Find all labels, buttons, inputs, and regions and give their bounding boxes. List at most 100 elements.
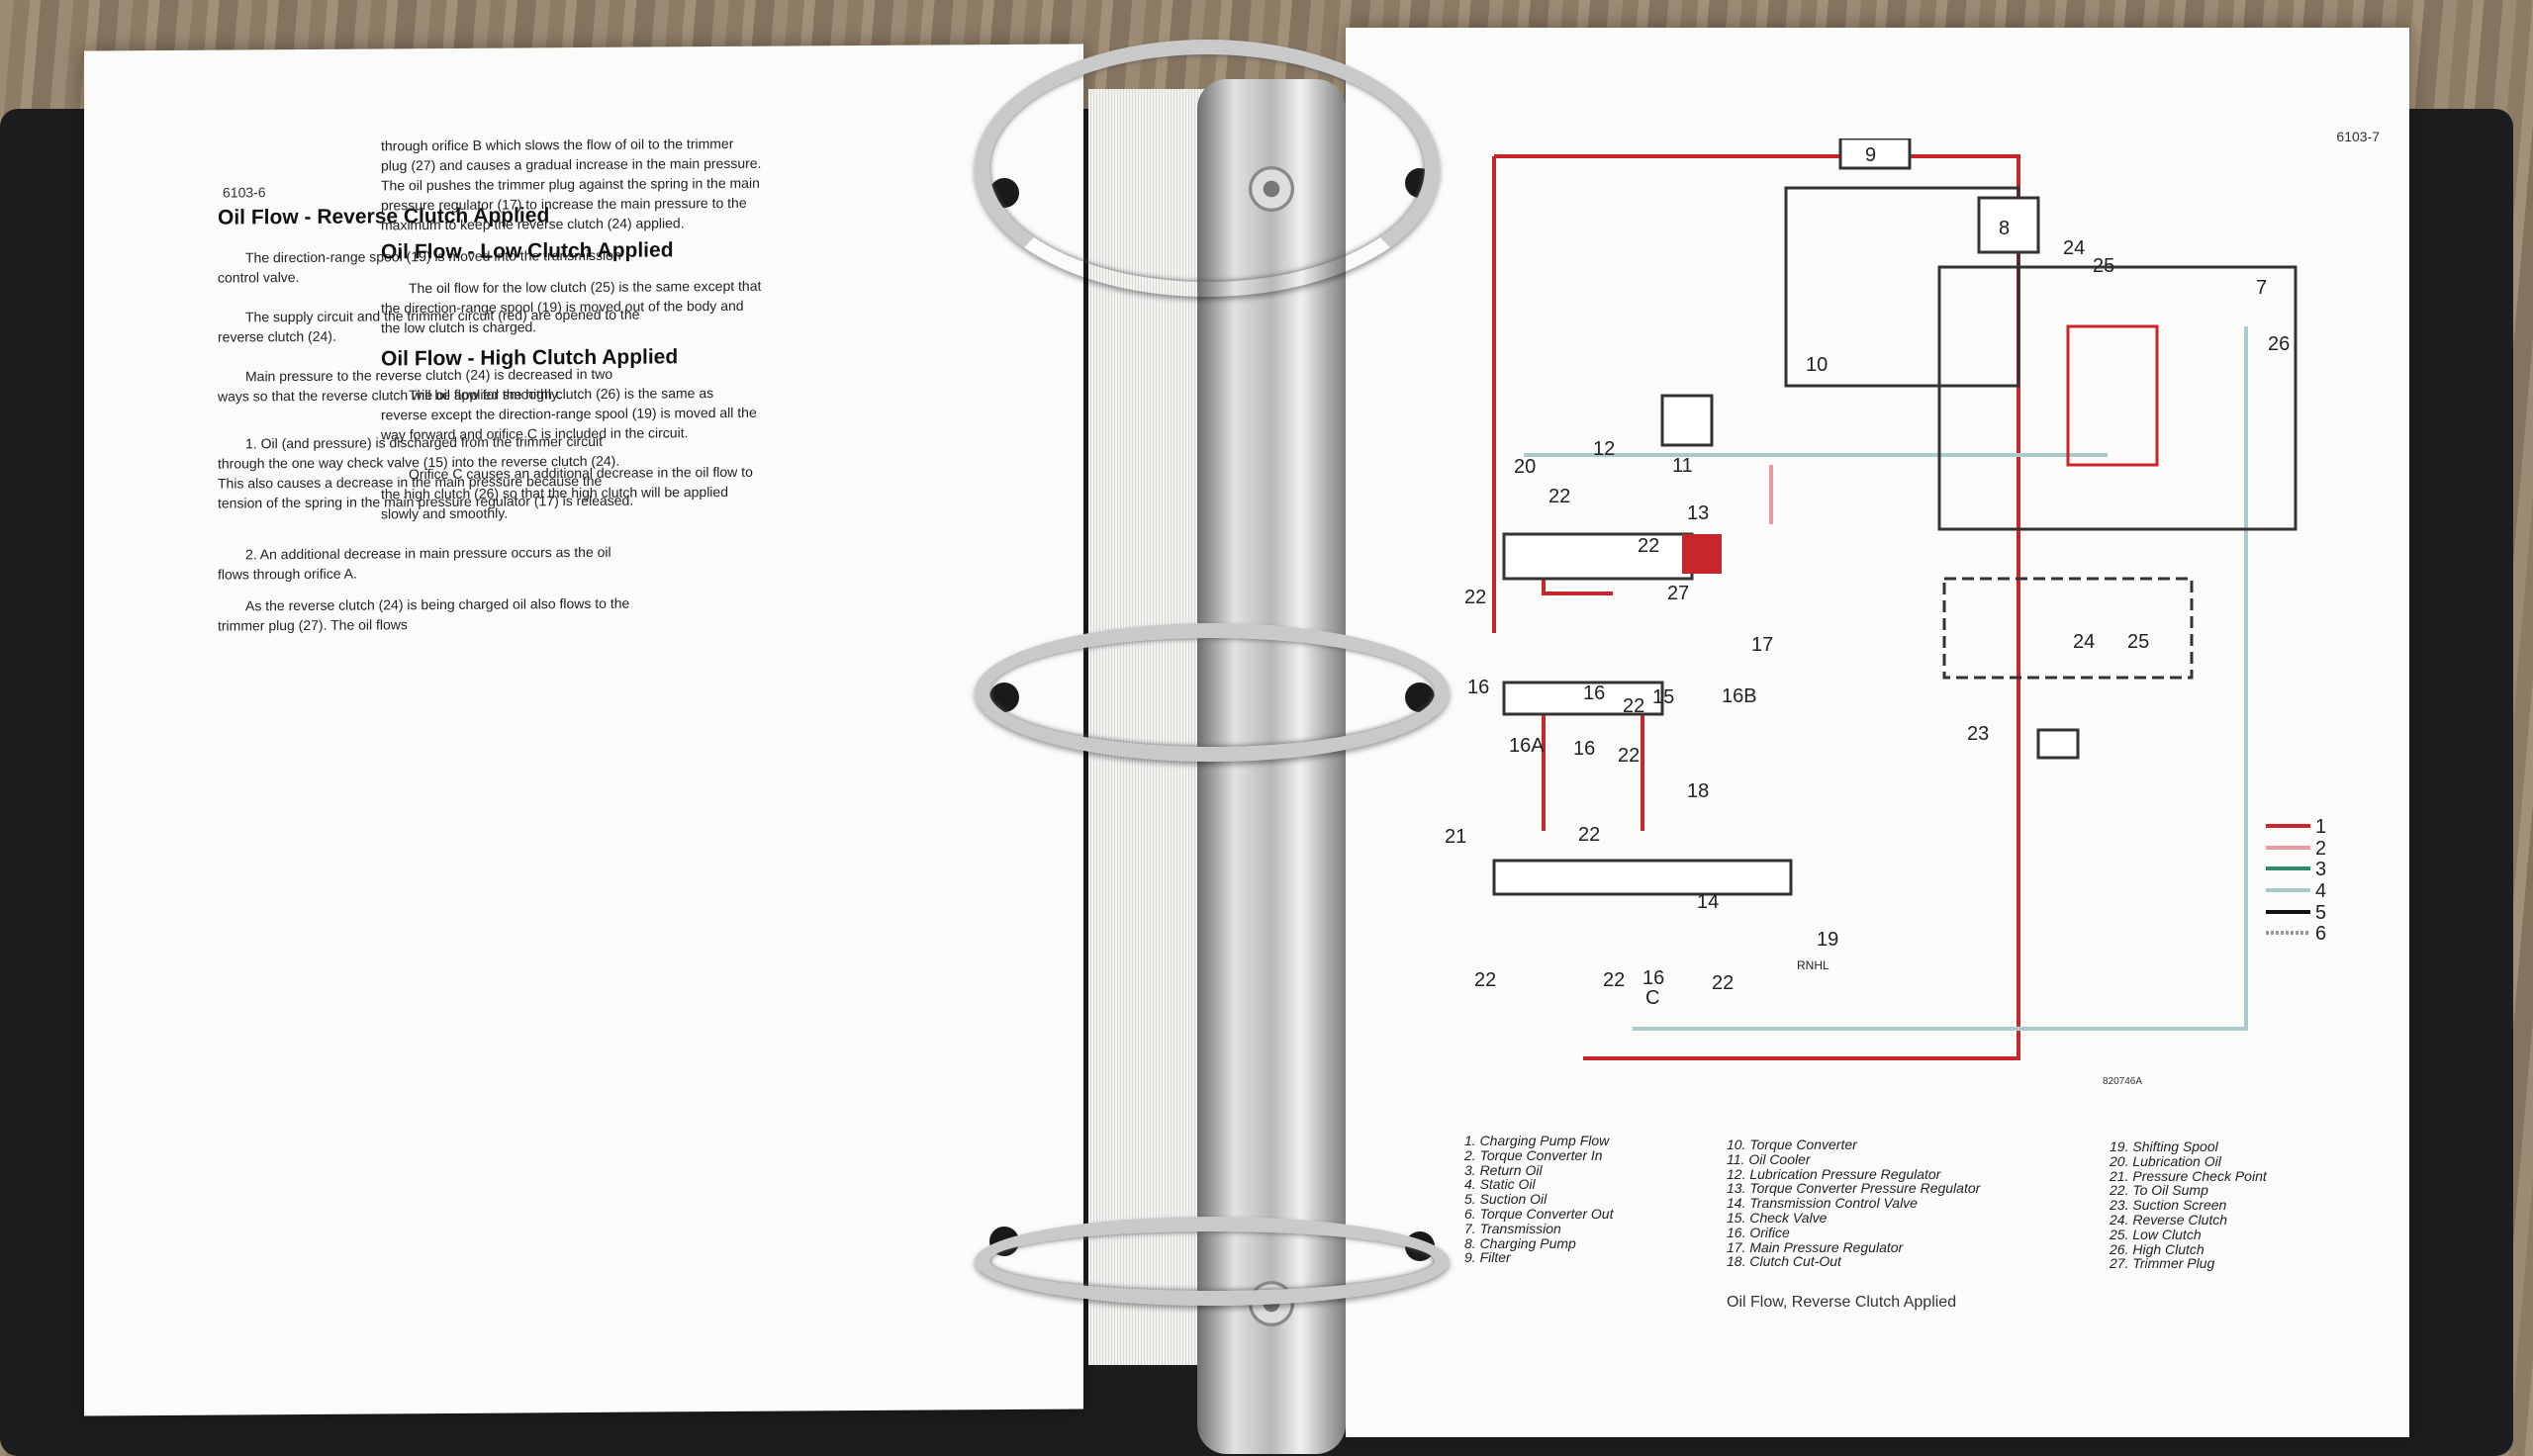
legend-item: 5. Suction Oil: [1464, 1191, 1548, 1208]
legend-item: 6. Torque Converter Out: [1464, 1205, 1614, 1222]
legend-col3: 19. Shifting Spool 20. Lubrication Oil 2…: [2110, 1139, 2267, 1271]
diagram-label: 16: [1642, 967, 1664, 989]
diagram-label: 25: [2093, 255, 2114, 277]
legend-item: 13. Torque Converter Pressure Regulator: [1727, 1180, 1981, 1197]
diagram-label: 16: [1583, 682, 1605, 704]
binder-ring: [975, 623, 1450, 762]
diagram-label: 16: [1467, 677, 1489, 698]
legend-item: 18. Clutch Cut-Out: [1727, 1253, 1841, 1270]
legend-item: 17. Main Pressure Regulator: [1727, 1238, 1904, 1255]
diagram-label: 15: [1652, 686, 1674, 708]
legend-item: 10. Torque Converter: [1727, 1137, 1857, 1152]
paragraph: As the reverse clutch (24) is being char…: [218, 594, 630, 634]
legend-item: 21. Pressure Check Point: [2110, 1167, 2267, 1184]
diagram-label: 24: [2063, 237, 2085, 259]
diagram-label: 24: [2073, 631, 2095, 653]
legend-item: 14. Transmission Control Valve: [1727, 1195, 1918, 1212]
diagram-label: 12: [1593, 438, 1615, 460]
legend-col1: 1. Charging Pump Flow 2. Torque Converte…: [1464, 1134, 1613, 1265]
oil-cooler-shape: [1660, 394, 1714, 447]
diagram-label: 11: [1672, 455, 1693, 477]
page-number: 6103-6: [223, 184, 266, 201]
legend-item: 25. Low Clutch: [2110, 1226, 2202, 1242]
diagram-label: 22: [1578, 824, 1600, 846]
diagram-label: 18: [1687, 780, 1709, 802]
diagram-label: 14: [1697, 891, 1719, 913]
legend-item: 24. Reverse Clutch: [2110, 1211, 2228, 1228]
diagram-label: 25: [2127, 631, 2149, 653]
legend-item: 22. To Oil Sump: [2110, 1182, 2208, 1199]
binder-ring: [975, 40, 1440, 297]
diagram-label: 22: [1548, 486, 1570, 507]
legend-item: 4. Static Oil: [1464, 1176, 1536, 1193]
legend-item: 12. Lubrication Pressure Regulator: [1727, 1165, 1941, 1182]
key-label: 3: [2315, 859, 2326, 880]
legend-item: 26. High Clutch: [2110, 1240, 2205, 1257]
heading-high: Oil Flow - High Clutch Applied: [381, 345, 679, 371]
diagram-label: 16: [1573, 738, 1595, 760]
key-label: 5: [2315, 902, 2326, 924]
heading-low: Oil Flow - Low Clutch Applied: [381, 238, 674, 264]
paragraph: The oil flow for the high clutch (26) is…: [381, 385, 757, 443]
legend-item: 16. Orifice: [1727, 1224, 1790, 1240]
legend-item: 23. Suction Screen: [2110, 1197, 2227, 1214]
control-valve-shape: [1492, 859, 1793, 896]
figure-code: 820746A: [2103, 1076, 2143, 1087]
trimmer-plug-shape: [1682, 534, 1722, 574]
legend-item: 7. Transmission: [1464, 1220, 1561, 1236]
key-label: 4: [2315, 880, 2326, 902]
diagram-label: 23: [1967, 723, 1989, 745]
diagram-label: 13: [1687, 502, 1709, 524]
filter-shape: [1838, 138, 1912, 170]
paragraph: Orifice C causes an additional decrease …: [381, 463, 753, 522]
diagram-label: 22: [1618, 745, 1640, 767]
charging-pump-shape: [1977, 196, 2040, 254]
page-number: 6103-7: [2336, 129, 2380, 144]
diagram-label: 22: [1623, 695, 1644, 717]
sump-shape: [1942, 577, 2194, 680]
diagram-label: 9: [1865, 144, 1876, 166]
right-page: 6103-7 820746A Oil Flow, Reverse Clutch …: [1346, 28, 2409, 1437]
diagram-label: 19: [1817, 929, 1838, 951]
charging-line: [1494, 154, 2020, 1060]
legend-item: 3. Return Oil: [1464, 1161, 1543, 1178]
paragraph: through orifice B which slows the flow o…: [381, 135, 762, 233]
transmission-shape: [1937, 265, 2298, 531]
key-label: 2: [2315, 838, 2326, 860]
regulator-valve-shape: [1502, 532, 1694, 581]
torque-converter-shape: [1784, 186, 2020, 388]
cutout-valve-shape: [1502, 681, 1664, 716]
legend-item: 9. Filter: [1464, 1249, 1511, 1266]
legend-item: 1. Charging Pump Flow: [1464, 1133, 1610, 1148]
binder-ring: [975, 1217, 1450, 1306]
diagram-label: 8: [1999, 218, 2010, 239]
suction-screen-shape: [2036, 728, 2080, 760]
diagram-label: 7: [2256, 277, 2267, 299]
diagram-label: RNHL: [1797, 958, 1829, 972]
diagram-label: 20: [1514, 456, 1536, 478]
diagram-label: 16B: [1722, 685, 1757, 707]
diagram-label: 22: [1638, 535, 1659, 557]
diagram-label: 16A: [1509, 735, 1545, 757]
diagram-label: 22: [1603, 969, 1625, 991]
static-line: [1633, 326, 2248, 1031]
key-label: 6: [2315, 923, 2326, 945]
legend-item: 20. Lubrication Oil: [2110, 1152, 2221, 1169]
figure-caption: Oil Flow, Reverse Clutch Applied: [1727, 1294, 1957, 1311]
left-page: 6103-6 Oil Flow - Reverse Clutch Applied…: [84, 44, 1083, 1416]
diagram-label: 22: [1474, 969, 1496, 991]
color-key: 1 2 3 4 5 6: [2266, 816, 2326, 945]
paragraph: The oil flow for the low clutch (25) is …: [381, 277, 762, 336]
legend-item: 19. Shifting Spool: [2110, 1138, 2218, 1154]
clutch-pack-shape: [2066, 324, 2159, 467]
legend-item: 27. Trimmer Plug: [2110, 1255, 2215, 1272]
hydraulic-schematic: 9 8 24 25 7 26 10 11 12 20 22 13 22 22 2…: [1445, 138, 2326, 1060]
legend-item: 8. Charging Pump: [1464, 1234, 1576, 1251]
diagram-label: 10: [1806, 354, 1828, 376]
diagram-label: 26: [2268, 333, 2290, 355]
diagram-label: 22: [1712, 972, 1734, 994]
legend-item: 15. Check Valve: [1727, 1209, 1828, 1226]
diagram-label: 21: [1445, 826, 1466, 848]
legend-col2: 10. Torque Converter 11. Oil Cooler 12. …: [1727, 1138, 1980, 1269]
diagram-label: 17: [1751, 634, 1773, 656]
